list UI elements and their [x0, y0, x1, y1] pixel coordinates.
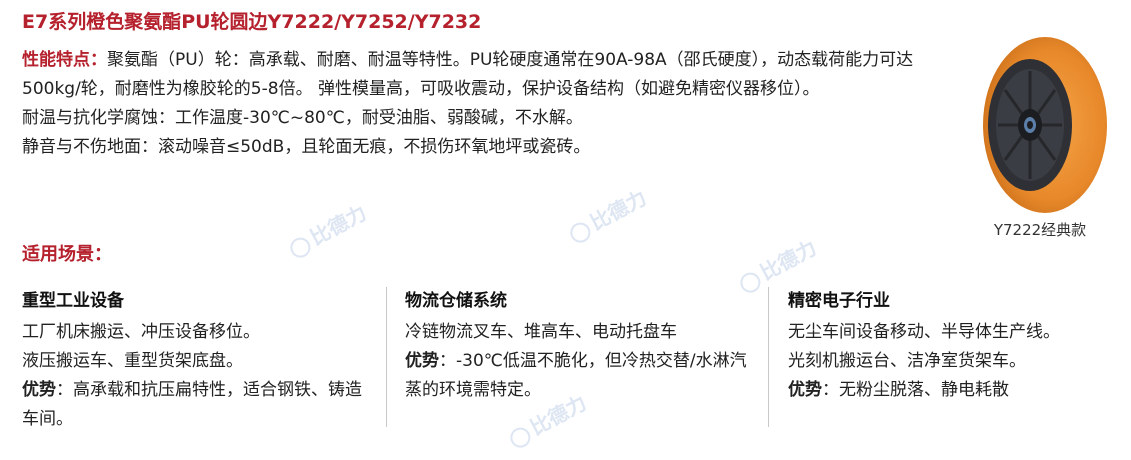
watermark-logo-icon [286, 233, 314, 261]
features-paragraph: 性能特点：聚氨酯（PU）轮：高承载、耐磨、耐温等特性。PU轮硬度通常在90A-9… [22, 46, 942, 104]
watermark-text: 比德力 [756, 235, 821, 285]
advantage-label: 优势 [788, 380, 822, 400]
watermark-text: 比德力 [586, 185, 651, 235]
temperature-line: 耐温与抗化学腐蚀：工作温度-30℃~80℃，耐受油脂、弱酸碱，不水解。 [22, 108, 583, 128]
advantage-text: ：高承载和抗压扁特性，适合钢铁、铸造车间。 [22, 380, 362, 429]
scenario-electronics: 精密电子行业 无尘车间设备移动、半导体生产线。 光刻机搬运台、洁净室货架车。 优… [788, 287, 1123, 405]
watermark-text: 比德力 [306, 200, 371, 250]
advantage-label: 优势 [405, 351, 439, 371]
advantage-text: ：-30℃低温不脆化，但冷热交替/水淋汽蒸的环境需特定。 [405, 351, 747, 400]
page-title: E7系列橙色聚氨酯PU轮圆边Y7222/Y7252/Y7232 [22, 11, 482, 33]
intro-section: 性能特点：聚氨酯（PU）轮：高承载、耐磨、耐温等特性。PU轮硬度通常在90A-9… [22, 46, 942, 162]
scenario-line: 光刻机搬运台、洁净室货架车。 [788, 351, 1026, 371]
advantage-label: 优势 [22, 380, 56, 400]
watermark-logo-icon [566, 218, 594, 246]
scenario-logistics: 物流仓储系统 冷链物流叉车、堆高车、电动托盘车 优势：-30℃低温不脆化，但冷热… [405, 287, 750, 405]
scenario-advantage: 优势：无粉尘脱落、静电耗散 [788, 376, 1123, 405]
scenario-advantage: 优势：高承载和抗压扁特性，适合钢铁、铸造车间。 [22, 376, 367, 434]
features-label: 性能特点： [22, 50, 107, 70]
scenario-heading: 重型工业设备 [22, 291, 124, 311]
advantage-text: ：无粉尘脱落、静电耗散 [822, 380, 1009, 400]
scenario-line: 无尘车间设备移动、半导体生产线。 [788, 322, 1060, 342]
scenario-line: 冷链物流叉车、堆高车、电动托盘车 [405, 322, 677, 342]
scenario-line: 工厂机床搬运、冲压设备移位。 [22, 322, 260, 342]
quiet-line: 静音与不伤地面：滚动噪音≤50dB，且轮面无痕，不损伤环氧地坪或瓷砖。 [22, 137, 591, 157]
scenario-line: 液压搬运车、重型货架底盘。 [22, 351, 243, 371]
watermark-logo-icon [506, 423, 534, 451]
watermark: 比德力 [283, 197, 371, 262]
column-divider [386, 287, 387, 427]
scenarios-title: 适用场景： [22, 244, 112, 265]
wheel-icon [983, 37, 1107, 213]
column-divider [768, 287, 769, 427]
wheel-image [970, 30, 1110, 220]
scenario-advantage: 优势：-30℃低温不脆化，但冷热交替/水淋汽蒸的环境需特定。 [405, 347, 750, 405]
watermark: 比德力 [563, 182, 651, 247]
scenario-heavy-industry: 重型工业设备 工厂机床搬运、冲压设备移位。 液压搬运车、重型货架底盘。 优势：高… [22, 287, 367, 434]
scenario-heading: 精密电子行业 [788, 291, 890, 311]
scenario-heading: 物流仓储系统 [405, 291, 507, 311]
features-text: 聚氨酯（PU）轮：高承载、耐磨、耐温等特性。PU轮硬度通常在90A-98A（邵氏… [22, 50, 914, 99]
wheel-caption: Y7222经典款 [993, 221, 1087, 239]
